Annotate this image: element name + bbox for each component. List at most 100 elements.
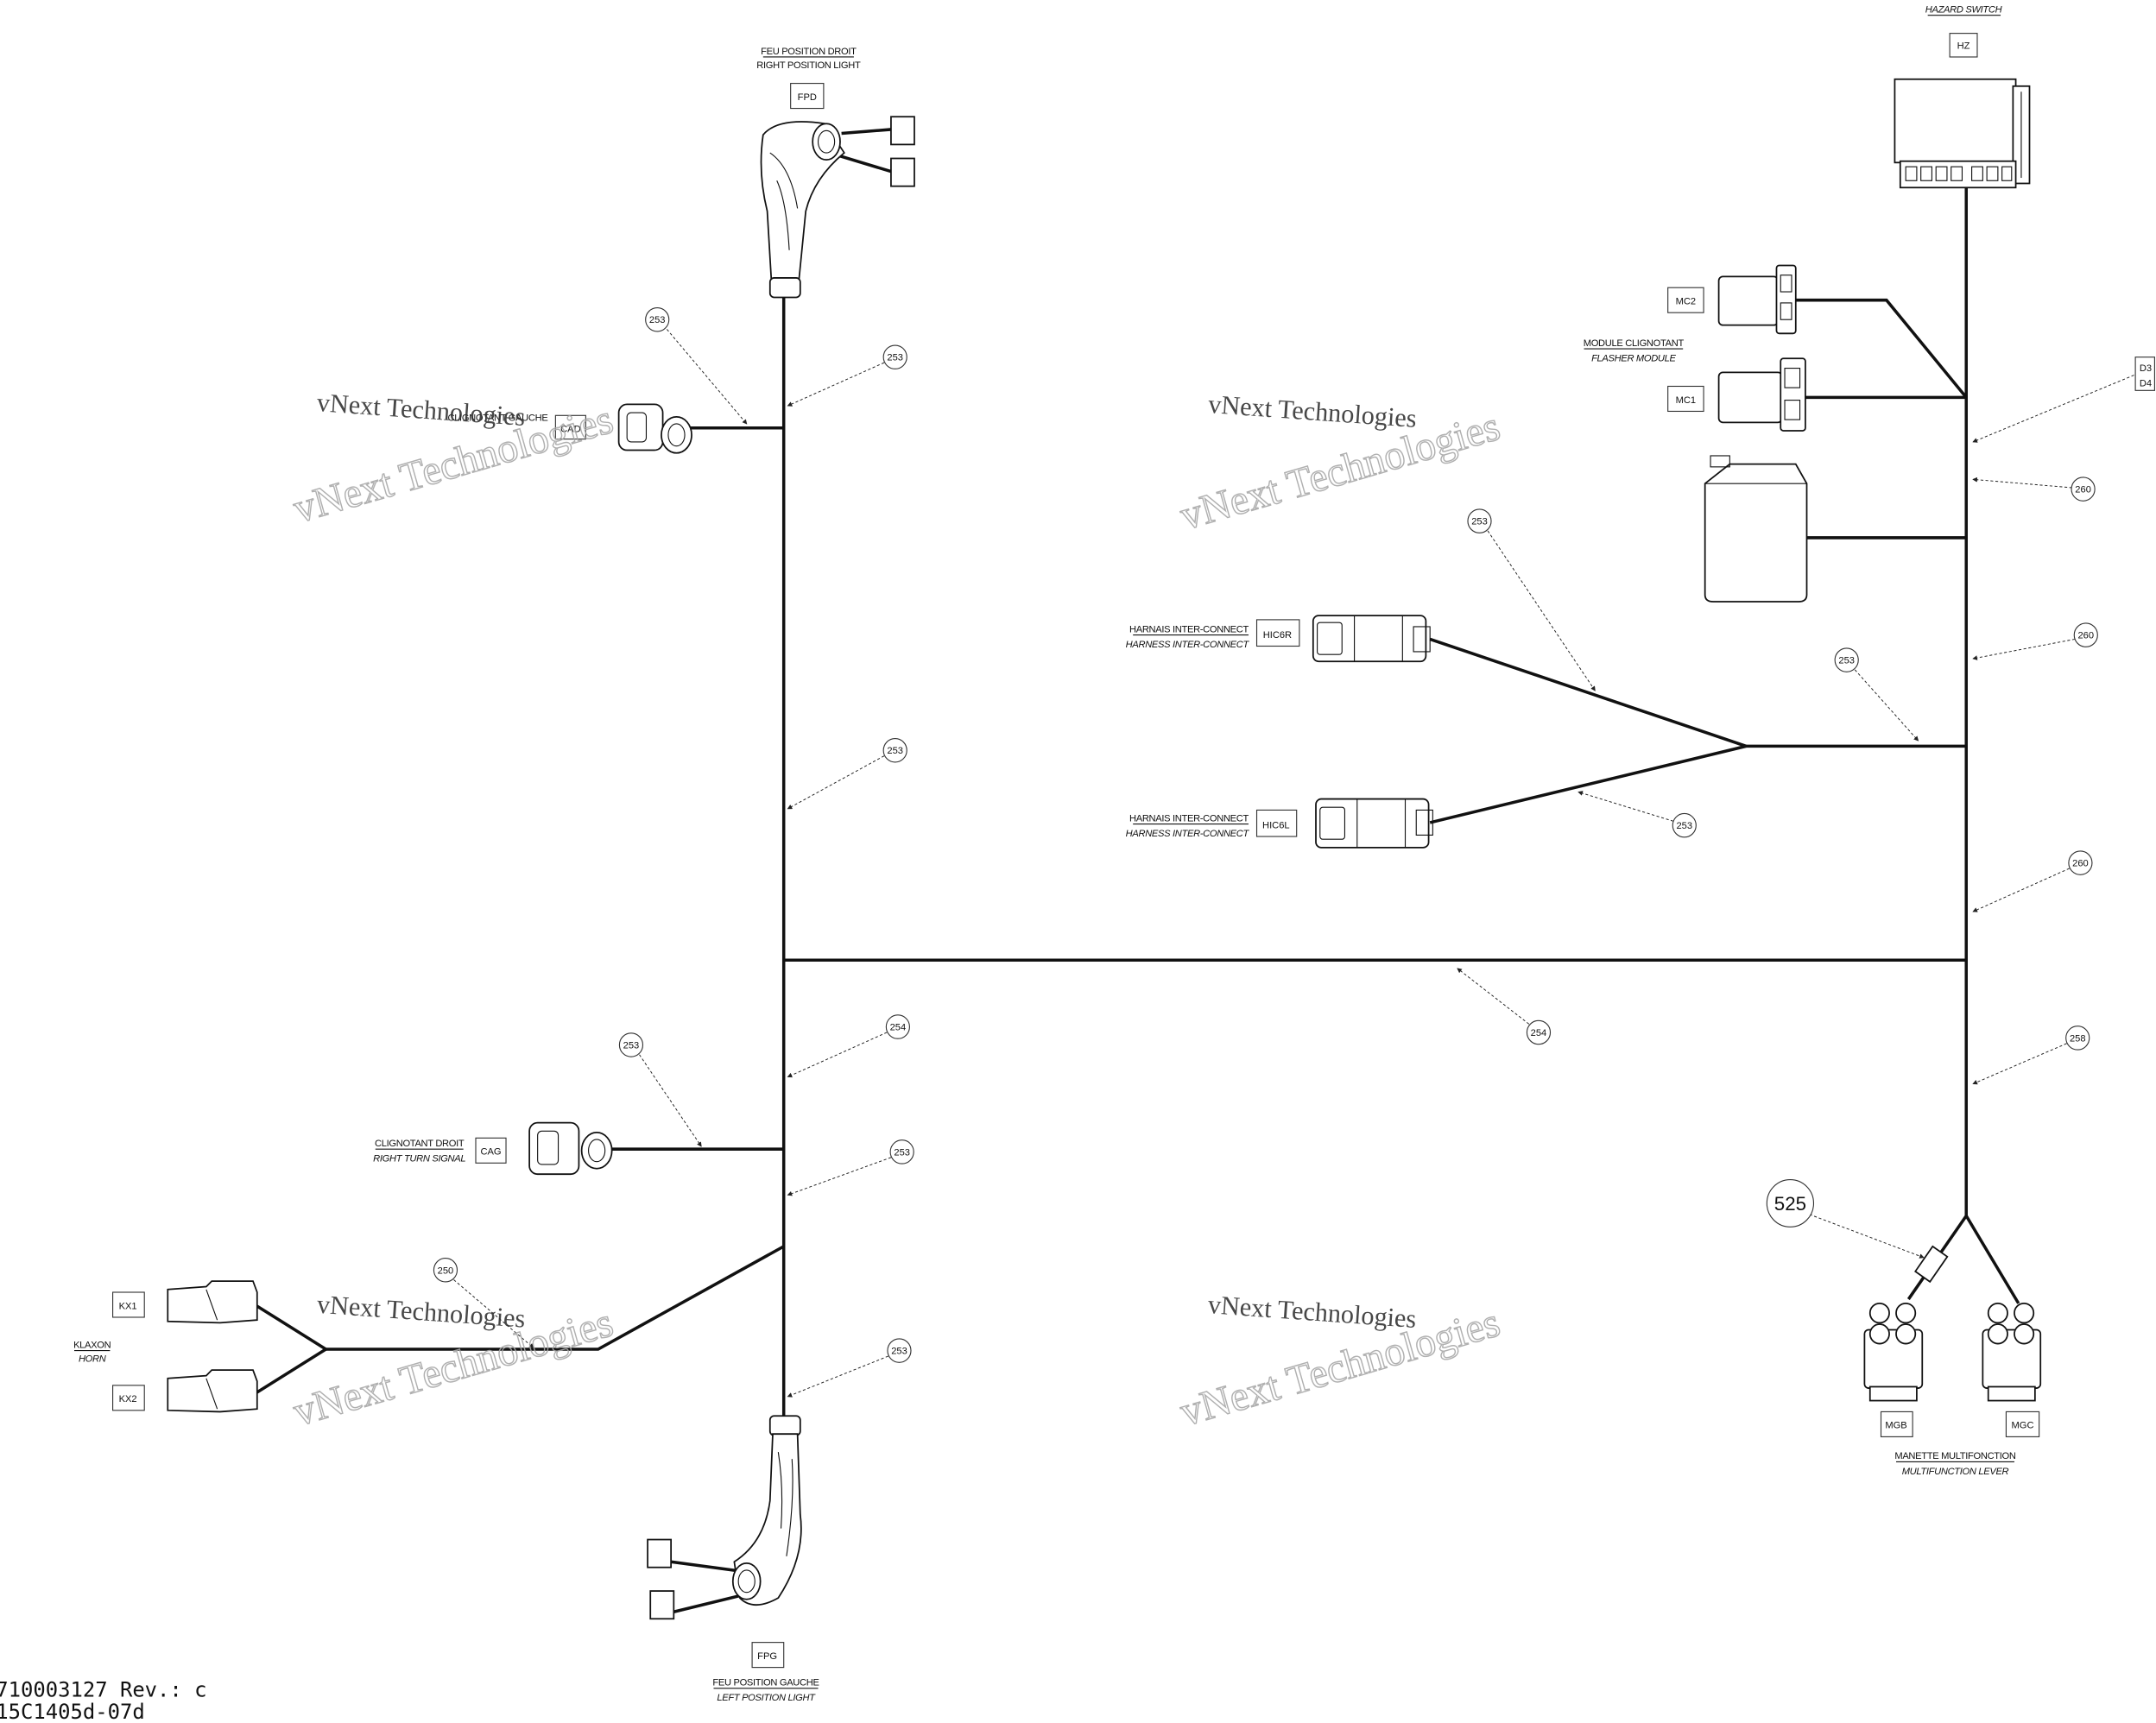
mc1-code: MC1 [1676,395,1696,406]
flasher-module: MODULE CLIGNOTANT FLASHER MODULE MC2 MC1 [1584,264,1808,603]
wire-horn-kx1 [256,1304,327,1351]
hic6l-connector [1315,798,1430,849]
wire-callout: 253 [1577,791,1697,838]
wire-callout-label: 254 [890,1023,907,1033]
watermark: vNext Technologies vNext Technologies [288,388,618,533]
wire-hic6l [1429,744,1747,824]
svg-text:vNext Technologies: vNext Technologies [1207,389,1418,433]
wire-callouts: 253 253 253 254 253 253 [433,306,2098,1398]
left-turn-signal-code: CAD [560,425,580,435]
multifunction-lever-fr: MANETTE MULTIFONCTION [1894,1451,2015,1461]
wire-callout: 253 [1467,508,1596,691]
right-turn-signal-code-box [475,1137,507,1164]
mc1-code-box [1667,385,1704,413]
mc1-connector [1717,371,1783,424]
kx2-code-box [112,1385,145,1411]
right-position-light: FEU POSITION DROIT RIGHT POSITION LIGHT … [756,47,915,299]
wire-horn-kx2 [256,1347,327,1394]
harness-left-en: HARNESS INTER-CONNECT [1126,829,1250,839]
wire-callout-label: 260 [2075,485,2091,495]
wire-horn-branch [326,1245,785,1351]
mc2-code: MC2 [1676,296,1696,306]
harness-interconnect-right: HARNAIS INTER-CONNECT HARNESS INTER-CONN… [1126,615,1431,663]
wire-fpd-a [841,127,895,136]
right-turn-signal-code: CAG [480,1147,501,1158]
right-position-light-en: RIGHT POSITION LIGHT [756,60,861,71]
wire-callout-label: 253 [1471,517,1488,527]
mgc-code: MGC [2012,1421,2034,1431]
right-position-light-terminal-a [890,116,915,146]
left-turn-signal-connector [617,403,664,451]
right-turn-signal: CLIGNOTANT DROIT RIGHT TURN SIGNAL CAG [373,1121,613,1176]
right-position-light-code: FPD [798,92,817,103]
harness-right-fr: HARNAIS INTER-CONNECT [1129,624,1249,634]
diode-code-box [2134,357,2155,391]
fuse-callout-label: 525 [1774,1193,1806,1215]
wire-callout: 260 [1972,850,2093,912]
hic6r-code-box [1255,619,1300,647]
wire-callout: 253 [618,1032,702,1147]
multifunction-lever: MGB MGC MANETTE MULTIFONCTION MULTIFUNCT… [1863,1245,2042,1477]
flasher-module-fr: MODULE CLIGNOTANT [1584,338,1685,349]
horn-fr: KLAXON [73,1340,111,1350]
right-position-light-terminal-b [890,157,915,187]
wire-fpd-b [838,154,895,174]
wire-callout: 250 [433,1257,534,1349]
horn-en: HORN [79,1354,107,1364]
fuse-525 [1914,1245,1949,1284]
svg-text:vNext Technologies: vNext Technologies [316,388,527,432]
right-turn-signal-connector [528,1121,580,1176]
harness-left-fr: HARNAIS INTER-CONNECT [1129,813,1249,824]
drawing-number: 15C1405d-07d [0,1700,145,1723]
wire-hic6r [1429,637,1747,748]
diode-code-d4: D4 [2140,378,2152,388]
hic6l-code: HIC6L [1262,820,1290,830]
wire-mgc [1964,1215,2020,1304]
flasher-module-body [1704,463,1808,603]
wire-callout-fuse: 525 [1766,1179,1925,1259]
mgb-connector [1863,1302,1924,1402]
wire-mc2 [1794,298,1968,399]
wire-callout: 260 [1972,477,2096,502]
wire-callout: 253 [787,1139,914,1196]
left-turn-signal-fr: CLIGNOTANT GAUCHE [447,413,547,424]
hazard-switch-code: HZ [1957,41,1970,51]
wire-callout: 253 [645,306,748,425]
left-position-light-terminal-a [647,1538,673,1568]
wire-callout-label: 253 [623,1040,640,1051]
mc2-code-box [1667,287,1704,313]
diodes: D3 D4 [1972,357,2155,443]
watermark: vNext Technologies vNext Technologies [1175,1290,1506,1436]
wire-callout: 253 [787,1338,912,1398]
wire-callout: 254 [787,1014,910,1078]
left-position-light-fr: FEU POSITION GAUCHE [712,1677,819,1688]
hazard-switch-code-box [1949,33,1978,58]
wire-callout-label: 253 [894,1147,910,1158]
right-turn-signal-fr: CLIGNOTANT DROIT [375,1139,465,1149]
left-position-light-en: LEFT POSITION LIGHT [717,1693,816,1703]
hazard-switch: HAZARD SWITCH HZ [1894,4,2031,189]
harness-right-en: HARNESS INTER-CONNECT [1126,640,1250,650]
left-position-light-code: FPG [757,1651,777,1662]
left-position-light-housing [733,1433,802,1606]
hic6r-code: HIC6R [1263,630,1292,641]
diode-leader [1972,375,2134,443]
mc2-connector [1717,275,1779,326]
right-turn-signal-en: RIGHT TURN SIGNAL [373,1154,465,1164]
kx1-code: KX1 [119,1301,137,1311]
right-position-light-fr: FEU POSITION DROIT [761,47,857,57]
flasher-module-en: FLASHER MODULE [1591,353,1676,363]
wire-callout-label: 250 [438,1265,454,1276]
kx2-code: KX2 [119,1394,137,1404]
wire-callout: 253 [787,344,907,407]
wire-callout-label: 258 [2070,1033,2086,1044]
wire-callout-label: 254 [1531,1028,1547,1038]
wire-callout-label: 260 [2072,859,2089,869]
left-position-light: FPG FEU POSITION GAUCHE LEFT POSITION LI… [647,1415,819,1703]
watermark: vNext Technologies vNext Technologies [1175,389,1506,540]
multifunction-lever-en: MULTIFUNCTION LEVER [1902,1467,2009,1477]
horn: KLAXON HORN KX1 KX2 [73,1280,258,1413]
wire-callout-label: 253 [1676,821,1692,831]
wire-callout-label: 253 [887,746,903,756]
